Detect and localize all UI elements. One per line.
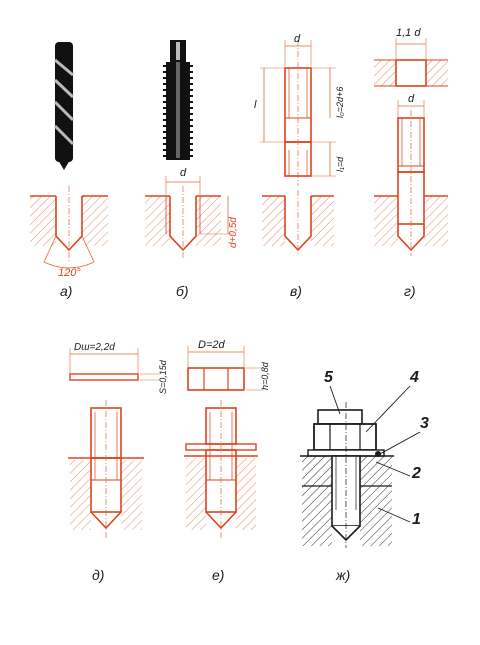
- washer-thickness-label: S=0,15d: [158, 359, 168, 394]
- tapped-depth-label: d+0,5d: [228, 217, 239, 248]
- drilled-hole-section: [30, 186, 108, 269]
- caption-g: г): [404, 283, 416, 299]
- callout-1: 1: [412, 511, 421, 528]
- washer-drawing: [69, 348, 160, 381]
- stud-length-label: l: [254, 99, 257, 111]
- tap-icon: [163, 40, 193, 160]
- hole-section-v: [262, 190, 334, 256]
- nut-height-label: h=0,8d: [260, 361, 270, 390]
- callout-4: 4: [409, 369, 419, 386]
- clearance-label: 1,1 d: [396, 27, 421, 39]
- washer-diameter-label: Dш=2,2d: [74, 342, 115, 353]
- caption-d: д): [92, 567, 104, 583]
- nut-diameter-label: D=2d: [198, 339, 225, 351]
- step-v: d l l₀=2d+6 l₁=d в): [254, 33, 345, 299]
- assembly-section-black: [300, 402, 394, 548]
- l1-label: l₁=d: [335, 156, 345, 172]
- caption-zh: ж): [335, 567, 350, 583]
- stud-in-hole-g: [374, 100, 448, 256]
- clearance-part-top: [374, 38, 448, 87]
- l0-label: l₀=2d+6: [335, 87, 345, 118]
- caption-a: а): [60, 283, 72, 299]
- callout-3: 3: [420, 415, 429, 432]
- diameter-label-g: d: [408, 93, 415, 105]
- diameter-label-v: d: [294, 33, 301, 45]
- step-g: 1,1 d d г): [374, 27, 448, 299]
- nut-drawing: [187, 346, 264, 391]
- step-a: 120° а): [30, 42, 108, 299]
- step-d: Dш=2,2d S=0,15d д): [68, 342, 168, 583]
- angle-label: 120°: [58, 267, 81, 279]
- callout-2: 2: [411, 465, 421, 482]
- stud-drawing: [260, 40, 336, 186]
- assembly-e: [184, 400, 258, 538]
- step-e: D=2d h=0,8d е): [184, 339, 270, 583]
- drill-icon: [53, 42, 75, 170]
- step-b: d d+0,5d б): [145, 40, 239, 299]
- diameter-label-b: d: [180, 167, 187, 179]
- step-zh: 5 4 3 2 1 ж): [300, 369, 429, 583]
- caption-e: е): [212, 567, 224, 583]
- assembly-d: [68, 400, 144, 538]
- caption-v: в): [290, 283, 302, 299]
- callout-5: 5: [324, 369, 334, 386]
- threaded-hole-section: [145, 176, 234, 258]
- caption-b: б): [176, 283, 189, 299]
- leader-lines: [329, 385, 421, 523]
